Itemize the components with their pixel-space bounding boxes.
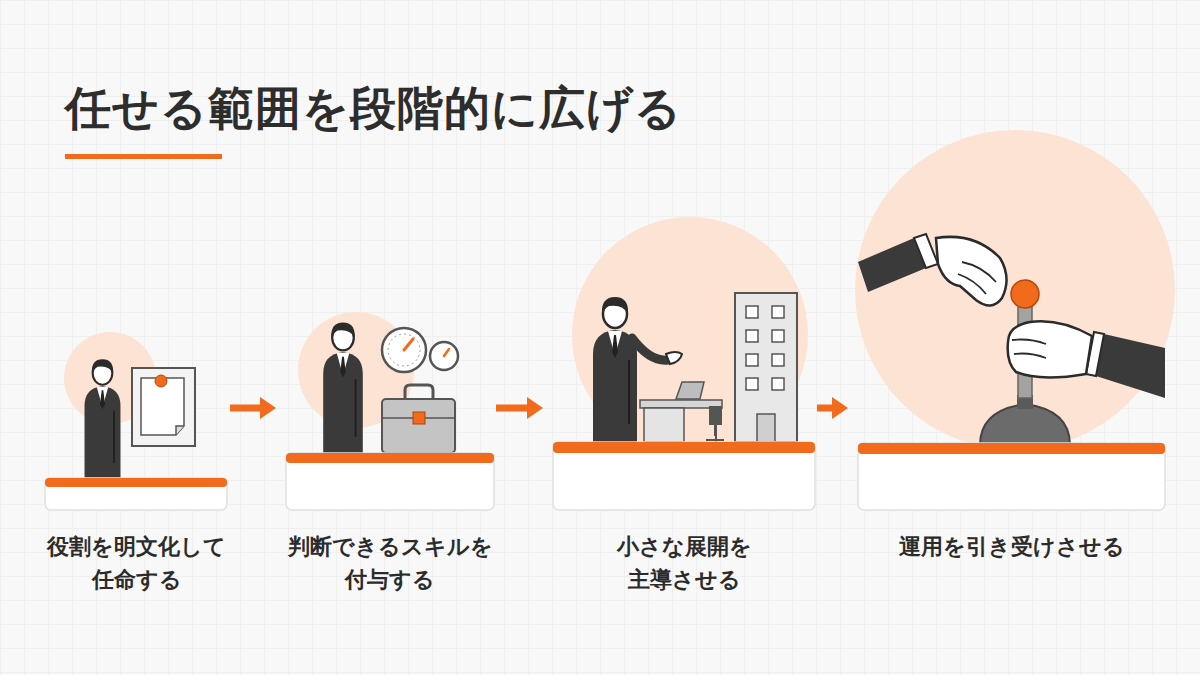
illustration-part bbox=[45, 478, 227, 487]
illustration-part bbox=[735, 293, 797, 442]
illustration-part bbox=[936, 237, 1007, 306]
illustration-part bbox=[644, 408, 684, 442]
illustration-part bbox=[1008, 321, 1092, 377]
illustration-part bbox=[746, 330, 758, 342]
step-arrow bbox=[817, 397, 848, 419]
diagram-title: 任せる範囲を段階的に広げる bbox=[65, 78, 682, 138]
illustration-part bbox=[855, 130, 1175, 450]
step-arrow bbox=[496, 397, 543, 419]
illustration-part bbox=[858, 443, 1165, 510]
illustration-part bbox=[958, 262, 996, 294]
illustration-part bbox=[155, 375, 167, 387]
illustration-part bbox=[746, 378, 758, 390]
illustration-part bbox=[858, 443, 1165, 454]
step-arrow bbox=[230, 397, 276, 419]
illustration-part bbox=[676, 382, 704, 399]
step-one-art bbox=[64, 332, 195, 478]
step-caption: 運用を引き受けさせる bbox=[892, 530, 1132, 563]
illustration-part bbox=[85, 359, 121, 477]
arrow-head bbox=[527, 397, 543, 419]
illustration-part bbox=[858, 238, 926, 292]
illustration-part bbox=[176, 426, 184, 435]
illustration-part bbox=[132, 368, 195, 446]
illustration-part bbox=[772, 354, 784, 366]
illustration-part bbox=[1011, 280, 1039, 308]
illustration-part bbox=[553, 442, 815, 510]
illustration-part bbox=[980, 404, 1070, 445]
step-node: 小さな展開を 主導させる bbox=[553, 300, 815, 600]
step-three-art bbox=[572, 217, 808, 453]
step-two-art bbox=[298, 312, 458, 453]
illustration-part bbox=[1012, 340, 1046, 359]
step-node: 運用を引き受けさせる bbox=[858, 300, 1165, 600]
step-four-art bbox=[855, 130, 1175, 450]
arrow-shaft bbox=[230, 405, 262, 412]
illustration-part bbox=[572, 217, 808, 453]
illustration-part bbox=[388, 334, 420, 366]
illustration-part bbox=[553, 442, 815, 453]
illustration-part bbox=[772, 330, 784, 342]
illustration-part bbox=[666, 352, 682, 364]
illustration-part bbox=[772, 378, 784, 390]
arrow-shaft bbox=[817, 405, 834, 412]
arrow-shaft bbox=[496, 405, 529, 412]
step-node: 役割を明文化して 任命する bbox=[45, 300, 228, 600]
step-caption: 役割を明文化して 任命する bbox=[46, 530, 228, 596]
illustration-part bbox=[382, 399, 455, 453]
arrow-head bbox=[260, 397, 276, 419]
illustration-part bbox=[746, 306, 758, 318]
illustration-part bbox=[746, 354, 758, 366]
step-caption: 小さな展開を 主導させる bbox=[614, 530, 754, 596]
illustration-part bbox=[430, 342, 458, 370]
step-caption: 判断できるスキルを 付与する bbox=[287, 530, 493, 596]
illustration-part bbox=[45, 478, 227, 510]
illustration-part bbox=[757, 414, 775, 442]
illustration-part bbox=[404, 339, 413, 350]
illustration-part bbox=[323, 323, 363, 454]
illustration-part bbox=[593, 297, 637, 442]
illustration-part bbox=[632, 338, 668, 360]
illustration-part bbox=[286, 453, 494, 510]
illustration-part bbox=[1096, 334, 1165, 398]
illustration-part bbox=[914, 234, 938, 268]
illustration-part bbox=[444, 349, 449, 356]
illustration-part bbox=[405, 385, 433, 400]
illustration-part bbox=[382, 328, 426, 372]
pedestals bbox=[45, 442, 1165, 510]
step-node: 判断できるスキルを 付与する bbox=[286, 300, 494, 600]
illustration-part bbox=[706, 425, 724, 440]
illustration-part bbox=[772, 306, 784, 318]
arrow-head bbox=[832, 397, 848, 419]
title-underline bbox=[65, 154, 222, 159]
illustration-part bbox=[709, 406, 722, 425]
illustration-part bbox=[286, 453, 494, 463]
illustration-part bbox=[413, 412, 425, 424]
